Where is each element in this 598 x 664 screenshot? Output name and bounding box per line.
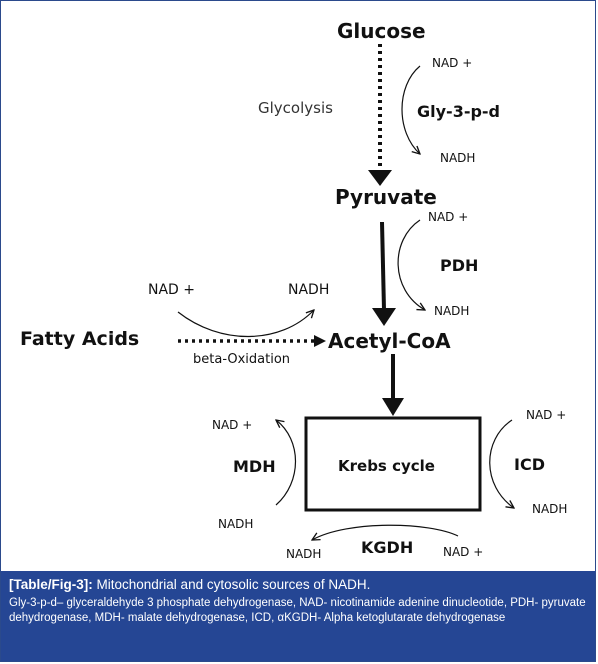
fa-nad-label: NAD + [148, 282, 196, 298]
fa-nadh-label: NADH [288, 282, 330, 298]
pdh-nadh-label: NADH [434, 304, 470, 318]
mdh-nadh-label: NADH [218, 517, 254, 531]
caption-label: [Table/Fig-3]: [9, 577, 93, 592]
icd-nadh-label: NADH [532, 502, 568, 516]
mdh-label: MDH [233, 457, 276, 476]
glycolysis-label: Glycolysis [258, 99, 333, 117]
kgdh-curve [312, 524, 459, 540]
nadh-pathway-diagram [177, 44, 596, 570]
pdh-arrow [380, 221, 386, 311]
caption-title: Mitochondrial and cytosolic sources of N… [96, 577, 371, 592]
glycolysis-arrowhead [368, 170, 392, 186]
gly-nadh-label: NADH [440, 151, 476, 165]
pyruvate-label: Pyruvate [335, 185, 437, 209]
pdh-label: PDH [440, 256, 479, 275]
mdh-curve [276, 420, 296, 506]
icd-label: ICD [514, 455, 545, 474]
beta-oxidation-arrowhead [314, 335, 326, 347]
pdh-curve [397, 219, 425, 310]
mdh-nad-label: NAD + [212, 418, 253, 432]
kgdh-label: KGDH [361, 538, 414, 557]
icd-curve [489, 419, 514, 508]
krebs-arrowhead [382, 398, 404, 416]
pdh-nad-label: NAD + [428, 210, 469, 224]
fatty-acids-label: Fatty Acids [20, 328, 140, 350]
krebs-cycle-box [304, 416, 482, 512]
fatty-acids-curve [177, 310, 314, 338]
beta-oxidation-label: beta-Oxidation [193, 352, 291, 367]
acetyl-coa-label: Acetyl-CoA [328, 329, 451, 353]
pdh-arrowhead [372, 308, 396, 326]
krebs-cycle-label: Krebs cycle [338, 457, 435, 475]
gly-nad-label: NAD + [432, 56, 473, 70]
icd-nad-label: NAD + [526, 408, 567, 422]
kgdh-nad-label: NAD + [443, 545, 484, 559]
gly3pd-label: Gly-3-p-d [417, 102, 501, 121]
figure-caption: [Table/Fig-3]: Mitochondrial and cytosol… [1, 571, 595, 661]
caption-title-line: [Table/Fig-3]: Mitochondrial and cytosol… [9, 577, 587, 592]
gly-curve [401, 65, 420, 154]
glucose-label: Glucose [337, 19, 426, 43]
kgdh-nadh-label: NADH [286, 547, 322, 561]
caption-text: Gly-3-p-d– glyceraldehyde 3 phosphate de… [9, 597, 586, 624]
